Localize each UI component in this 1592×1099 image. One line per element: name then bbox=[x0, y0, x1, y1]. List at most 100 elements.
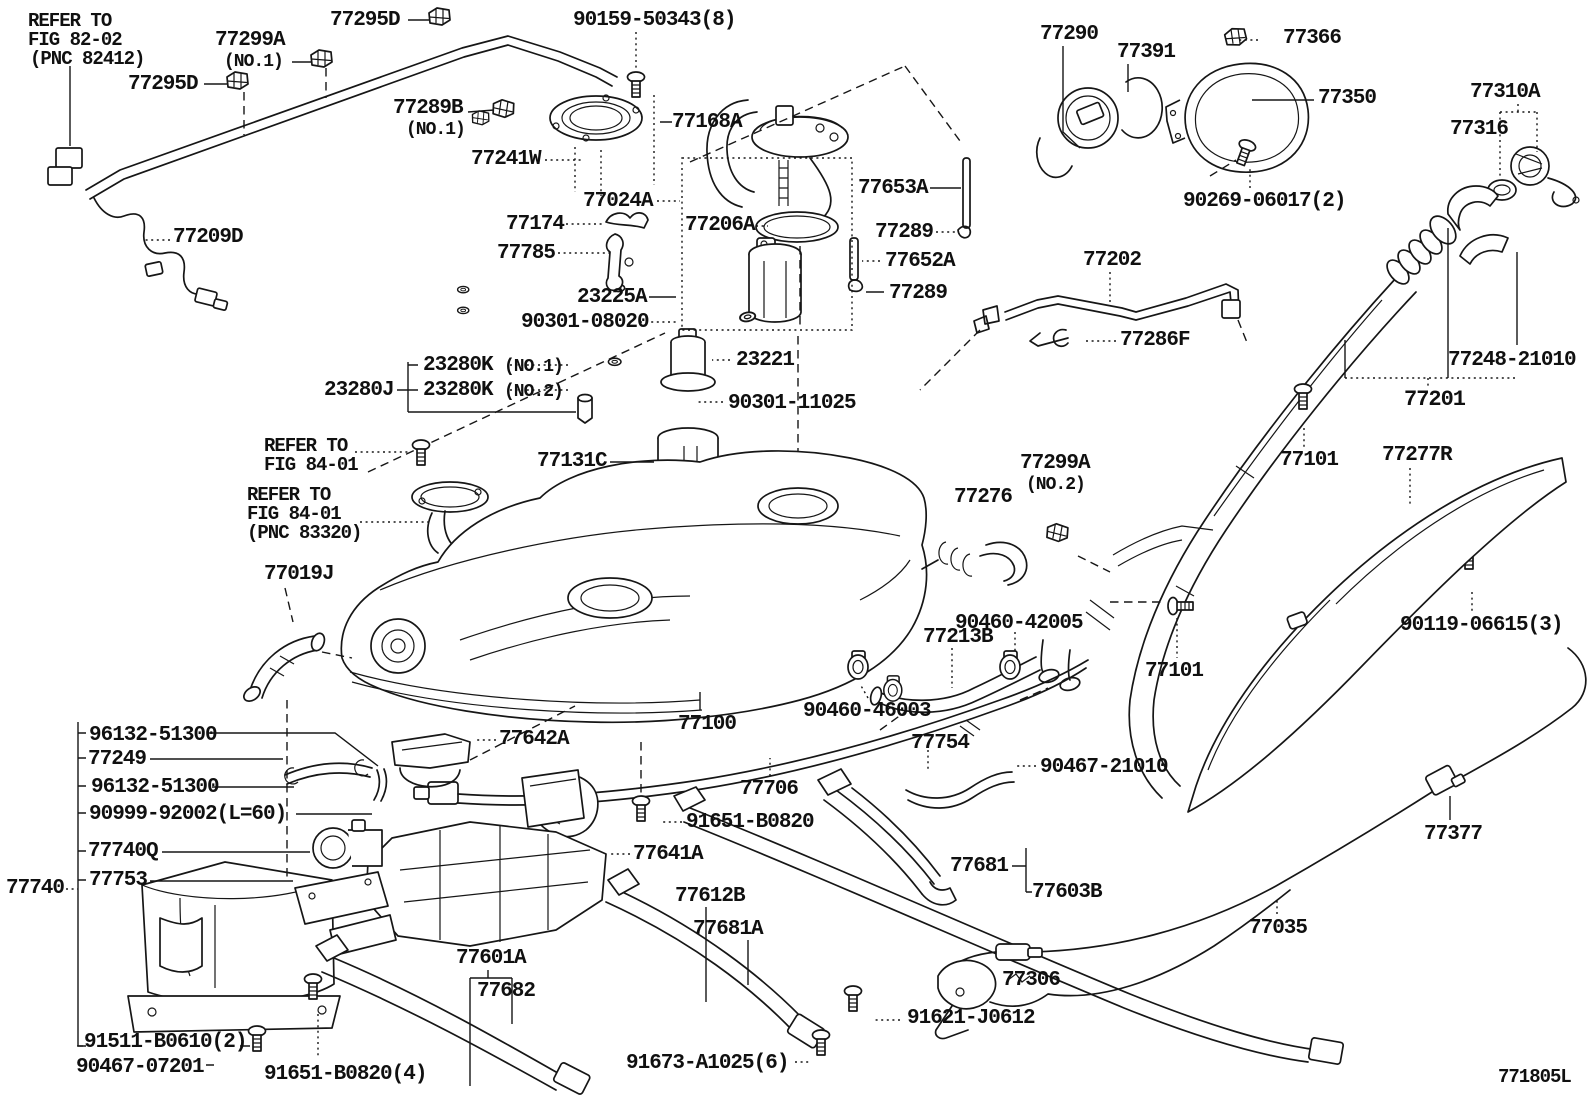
part-91673-a1025: 91673-A1025(6) bbox=[626, 1052, 789, 1075]
part-77641a: 77641A bbox=[633, 843, 704, 866]
refer-fig-84-01b-line3: (PNC 83320) bbox=[247, 522, 362, 544]
part-77612b: 77612B bbox=[675, 885, 746, 908]
part-77100: 77100 bbox=[678, 713, 737, 736]
tank-straps bbox=[315, 768, 1345, 1095]
part-77740: 77740 bbox=[6, 877, 65, 900]
part-77681: 77681 bbox=[950, 855, 1009, 878]
front-fuel-tube-77209d bbox=[47, 7, 618, 311]
part-77101-1: 77101 bbox=[1280, 449, 1339, 472]
part-90269-06017: 90269-06017(2) bbox=[1183, 190, 1346, 213]
part-90159-50343: 90159-50343(8) bbox=[573, 9, 736, 32]
part-23280j: 23280J bbox=[324, 379, 395, 402]
part-77101-2: 77101 bbox=[1145, 660, 1204, 683]
part-77306: 77306 bbox=[1002, 969, 1061, 992]
part-23280k-1-no1: (NO.1) bbox=[504, 357, 564, 377]
part-91621-j0612: 91621-J0612 bbox=[907, 1007, 1036, 1030]
part-77310a: 77310A bbox=[1470, 81, 1541, 104]
part-90119-06615: 90119-06615(3) bbox=[1400, 614, 1563, 637]
refer-fig-84-01a-line2: FIG 84-01 bbox=[264, 454, 359, 476]
fuel-tank bbox=[340, 450, 928, 724]
part-77202: 77202 bbox=[1083, 249, 1142, 272]
leader-lines bbox=[77, 19, 1314, 1047]
part-77286f: 77286F bbox=[1120, 329, 1191, 352]
part-77682: 77682 bbox=[477, 980, 536, 1003]
part-77209d: 77209D bbox=[173, 226, 244, 249]
part-77174: 77174 bbox=[506, 213, 565, 236]
part-96132-51300-1: 96132-51300 bbox=[89, 724, 218, 747]
part-77652a: 77652A bbox=[885, 250, 956, 273]
part-77391: 77391 bbox=[1117, 41, 1176, 64]
part-77653a: 77653A bbox=[858, 177, 929, 200]
part-77295d-1: 77295D bbox=[330, 9, 401, 32]
part-77248-21010: 77248-21010 bbox=[1448, 349, 1577, 372]
part-77299a-2: 77299A bbox=[1020, 452, 1091, 475]
refer-fig-84-01b-line2: FIG 84-01 bbox=[247, 503, 342, 525]
part-91651-b0820: 91651-B0820 bbox=[686, 811, 815, 834]
part-77601a: 77601A bbox=[456, 947, 527, 970]
part-90460-42005: 90460-42005 bbox=[955, 612, 1084, 635]
part-77754: 77754 bbox=[911, 732, 970, 755]
charcoal-canister-assembly bbox=[66, 700, 397, 1066]
part-77299a-1: 77299A bbox=[215, 29, 286, 52]
part-77019j: 77019J bbox=[264, 563, 335, 586]
part-77290: 77290 bbox=[1040, 23, 1099, 46]
part-77681a: 77681A bbox=[693, 918, 764, 941]
part-77249: 77249 bbox=[88, 748, 147, 771]
part-77276: 77276 bbox=[954, 486, 1013, 509]
part-23280k-2: 23280K bbox=[423, 379, 494, 402]
part-77024a: 77024A bbox=[583, 190, 654, 213]
part-77241w: 77241W bbox=[471, 148, 542, 171]
part-77295d-2: 77295D bbox=[128, 73, 199, 96]
filler-pipe-assembly bbox=[1038, 185, 1518, 799]
part-77299a-2-no2: (NO.2) bbox=[1026, 475, 1086, 495]
part-90467-07201: 90467-07201 bbox=[76, 1056, 205, 1079]
part-77201: 77201 bbox=[1404, 387, 1466, 412]
part-77289b-no1: (NO.1) bbox=[406, 120, 466, 140]
part-77706: 77706 bbox=[740, 778, 799, 801]
figure-code: 771805L bbox=[1498, 1066, 1572, 1088]
part-91651-b0820-4: 91651-B0820(4) bbox=[264, 1063, 427, 1086]
fuel-hoses bbox=[847, 521, 1111, 809]
breather-tube-77202 bbox=[919, 272, 1249, 391]
refer-fig-84-01b-line1: REFER TO bbox=[247, 484, 331, 506]
part-23280k-1: 23280K bbox=[423, 354, 494, 377]
part-96132-51300-2: 96132-51300 bbox=[91, 776, 220, 799]
part-77289-1: 77289 bbox=[875, 221, 934, 244]
fuel-filler-door bbox=[1165, 26, 1310, 177]
part-77277r: 77277R bbox=[1382, 444, 1453, 467]
part-77785: 77785 bbox=[497, 242, 556, 265]
part-90467-21010: 90467-21010 bbox=[1040, 756, 1169, 779]
part-77316: 77316 bbox=[1450, 118, 1509, 141]
refer-fig-82-02-line1: REFER TO bbox=[28, 10, 112, 32]
suction-tube-77706 bbox=[413, 659, 1089, 855]
refer-fig-82-02-line3: (PNC 82412) bbox=[30, 48, 145, 70]
part-77377: 77377 bbox=[1424, 823, 1483, 846]
part-91511-b0610: 91511-B0610(2) bbox=[84, 1031, 247, 1054]
part-77289b: 77289B bbox=[393, 97, 464, 120]
breather-hose-77035 bbox=[934, 647, 1587, 1040]
part-23221: 23221 bbox=[736, 349, 795, 372]
part-77131c: 77131C bbox=[537, 450, 608, 473]
part-77206a: 77206A bbox=[685, 214, 756, 237]
inlet-hose-77019j bbox=[243, 587, 353, 702]
part-77350: 77350 bbox=[1318, 87, 1377, 110]
part-77366: 77366 bbox=[1283, 27, 1342, 50]
part-77603b: 77603B bbox=[1032, 881, 1103, 904]
part-90460-46003: 90460-46003 bbox=[803, 700, 932, 723]
part-77213b: 77213B bbox=[923, 626, 994, 649]
fuel-tank-cap-77290 bbox=[1035, 46, 1164, 179]
tank-protector-77641a bbox=[365, 733, 607, 947]
refer-fig-84-01a-line1: REFER TO bbox=[264, 435, 348, 457]
part-90999-92002: 90999-92002(L=60) bbox=[89, 803, 287, 826]
part-77753: 77753 bbox=[89, 869, 148, 892]
part-90301-08020: 90301-08020 bbox=[521, 311, 650, 334]
part-77299a-1-no1: (NO.1) bbox=[224, 52, 284, 72]
part-77642a: 77642A bbox=[499, 728, 570, 751]
part-23280k-2-no2: (NO.2) bbox=[504, 382, 564, 402]
part-90301-11025: 90301-11025 bbox=[728, 392, 857, 415]
part-23225a: 23225A bbox=[577, 286, 648, 309]
part-77035: 77035 bbox=[1249, 917, 1308, 940]
